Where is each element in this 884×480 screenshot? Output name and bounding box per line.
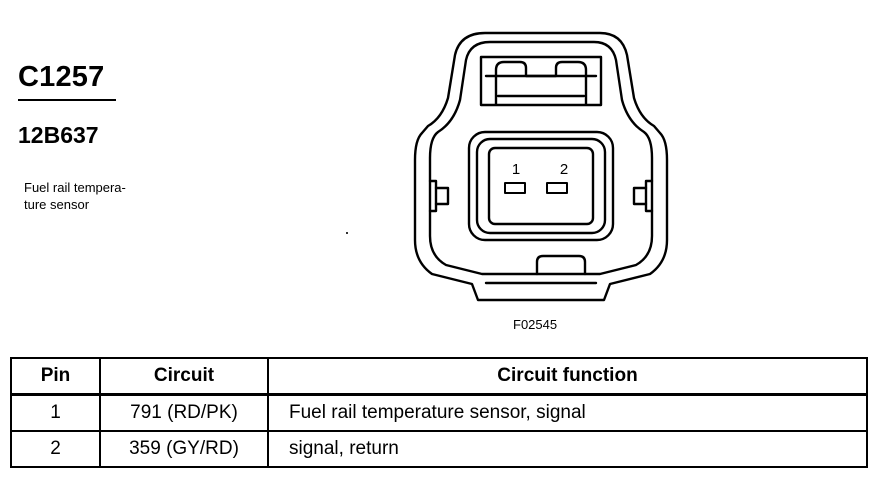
pin-1-label: 1 — [512, 161, 520, 178]
row-circuit: 791 (RD/PK) — [99, 393, 269, 432]
part-number: 12B637 — [18, 122, 99, 148]
connector-id: C1257 — [18, 61, 105, 93]
header-circuit: Circuit — [99, 357, 269, 396]
row-pin: 1 — [10, 393, 101, 432]
housing-outer-outline — [413, 31, 669, 302]
row-circuit-function: Fuel rail temperature sensor, signal — [267, 393, 868, 432]
right-latch-notch — [644, 179, 654, 213]
left-latch-inner — [434, 186, 450, 206]
table-header-row: Pin Circuit Circuit function — [10, 357, 868, 396]
pin-2-terminal — [546, 182, 568, 194]
header-pin: Pin — [10, 357, 101, 396]
pin-table: Pin Circuit Circuit function 1 791 (RD/P… — [10, 357, 868, 468]
row-circuit: 359 (GY/RD) — [99, 430, 269, 468]
table-row: 2 359 (GY/RD) signal, return — [10, 430, 868, 468]
connector-id-underline — [18, 99, 116, 101]
left-latch-notch — [428, 179, 438, 213]
connector-description: Fuel rail tempera- ture sensor — [24, 180, 126, 212]
cavity-mid — [475, 137, 607, 235]
lock-tab-frame — [479, 55, 603, 107]
housing-inner-outline — [428, 40, 654, 276]
table-row: 1 791 (RD/PK) Fuel rail temperature sens… — [10, 393, 868, 432]
row-pin: 2 — [10, 430, 101, 468]
lock-tab — [494, 60, 588, 106]
cavity-inner — [487, 146, 595, 226]
bottom-key — [535, 254, 587, 276]
stray-dot — [346, 232, 348, 234]
row-circuit-function: signal, return — [267, 430, 868, 468]
pin-1-terminal — [504, 182, 526, 194]
figure-id: F02545 — [513, 317, 558, 332]
cavity-outer — [467, 130, 615, 242]
pin-2-label: 2 — [560, 161, 568, 178]
right-latch-inner — [632, 186, 648, 206]
header-circuit-function: Circuit function — [267, 357, 868, 396]
